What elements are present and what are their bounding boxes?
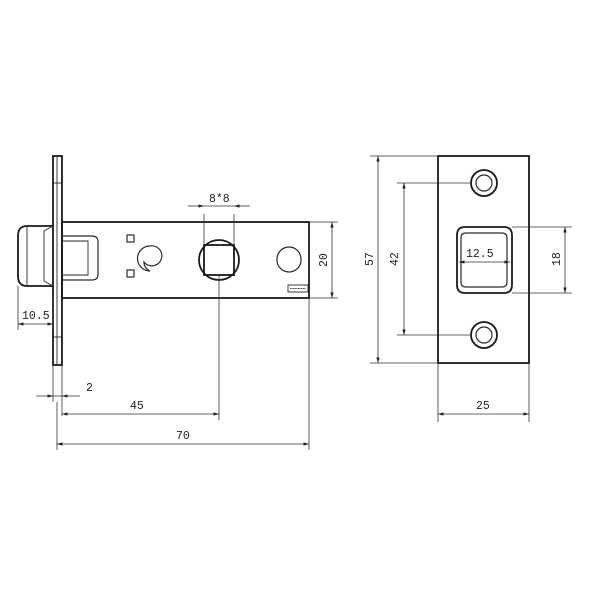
plate-width-label: 25	[476, 400, 490, 413]
overall-length-label: 70	[176, 430, 190, 443]
hole-spacing-label: 42	[389, 252, 402, 266]
faceplate-side	[52, 155, 63, 366]
window-height-label: 18	[551, 252, 564, 266]
faceplate-offset-label: 2	[86, 382, 93, 395]
screw-hole-top-inner	[475, 174, 493, 192]
faceplate-outline	[437, 155, 530, 364]
small-square-top	[126, 234, 135, 243]
latch-thickness-label: 10.5	[22, 310, 50, 323]
small-square-bottom	[126, 269, 135, 278]
keyhole-opening	[136, 245, 163, 272]
latch-body	[61, 221, 310, 299]
latch-bolt	[17, 225, 53, 287]
screw-hole-bottom-inner	[475, 326, 493, 344]
latch-window	[456, 226, 513, 294]
spindle-square	[203, 244, 235, 276]
front-dimensions: 57 42 12.5 18 25	[364, 155, 572, 422]
body-height-label: 20	[318, 253, 331, 267]
square-dim-label: 8*8	[209, 193, 230, 206]
screw-hole-bottom	[470, 321, 498, 349]
side-dimensions: 8*8 20 10.5 2 45 70	[17, 193, 338, 450]
faceplate-front-view	[437, 155, 530, 364]
fixing-slot	[276, 246, 302, 273]
backset-label: 45	[130, 400, 144, 413]
plate-height-label: 57	[364, 252, 377, 266]
window-width-label: 12.5	[466, 248, 494, 261]
body-stamp	[287, 284, 309, 293]
spindle-hub	[198, 239, 240, 281]
latch-side-view	[17, 155, 310, 366]
screw-hole-top	[470, 169, 498, 197]
tail-slot	[62, 235, 99, 281]
